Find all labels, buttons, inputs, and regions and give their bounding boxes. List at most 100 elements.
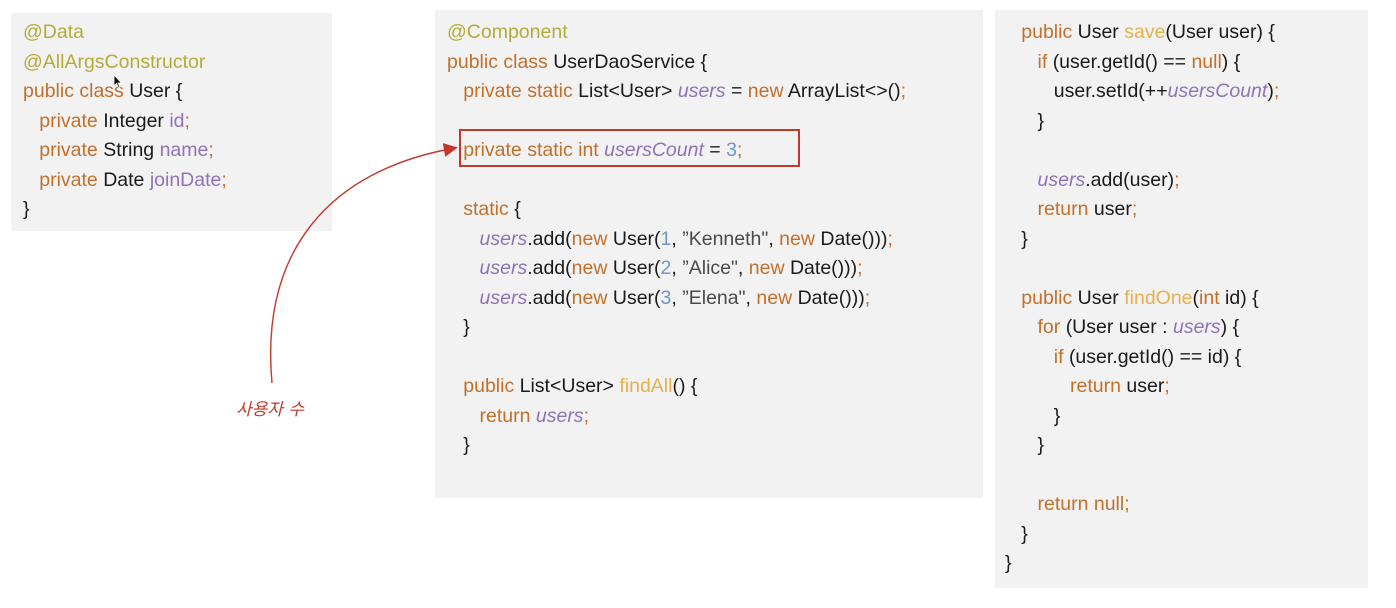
code-token: save xyxy=(1124,21,1166,43)
code-token: List<User> xyxy=(519,375,620,397)
code-token: ; xyxy=(1164,375,1170,397)
code-token: ( xyxy=(1192,286,1200,309)
code-token: 2 xyxy=(660,257,672,279)
code-token: users xyxy=(447,286,528,309)
code-token: ; xyxy=(887,227,893,250)
code-token: new xyxy=(571,257,613,279)
code-line: } xyxy=(1005,549,1012,578)
code-token: private static xyxy=(447,80,579,102)
code-token: , xyxy=(671,257,683,279)
code-token: 1 xyxy=(660,227,672,250)
code-token: for xyxy=(1005,316,1066,338)
code-token: = xyxy=(725,80,748,102)
code-token: usersCount xyxy=(604,139,704,161)
code-token: joinDate xyxy=(149,168,222,191)
code-token: Date xyxy=(103,168,150,191)
code-token: ) xyxy=(1267,80,1274,102)
code-token: public xyxy=(1005,286,1078,309)
code-line: if (user.getId() == id) { xyxy=(1005,343,1242,372)
code-token: users xyxy=(535,404,584,427)
code-token: ; xyxy=(208,139,214,161)
code-line: } xyxy=(1005,402,1061,431)
code-token: ArrayList<>() xyxy=(787,80,901,102)
code-token: int xyxy=(1199,286,1226,309)
code-token: User xyxy=(1077,286,1125,309)
code-token: User { xyxy=(129,80,183,102)
code-line: return null; xyxy=(1005,490,1130,519)
code-token: } xyxy=(23,198,30,220)
code-token: ; xyxy=(1273,80,1280,102)
code-line: public User save(User user) { xyxy=(1005,18,1275,47)
code-token: user xyxy=(1126,375,1165,397)
code-line: } xyxy=(447,313,470,342)
code-token: ) { xyxy=(1220,316,1240,338)
code-token: ”Alice" xyxy=(682,257,738,279)
code-token: findOne xyxy=(1124,286,1193,309)
code-token: } xyxy=(1005,552,1012,574)
code-line: } xyxy=(447,431,470,460)
code-token: } xyxy=(1005,404,1061,427)
code-token: private xyxy=(23,139,104,161)
code-token: 3 xyxy=(660,286,672,309)
code-line: user.setId(++usersCount); xyxy=(1005,77,1279,106)
code-token: users xyxy=(677,80,726,102)
code-token: user xyxy=(1093,198,1132,220)
code-token: ; xyxy=(857,257,863,279)
code-token: findAll xyxy=(619,375,673,397)
code-token: users xyxy=(447,227,528,250)
save-findone-code-panel: public User save(User user) { if (user.g… xyxy=(995,10,1368,588)
code-line: } xyxy=(23,195,30,224)
code-line: return users; xyxy=(447,402,589,431)
code-token: User( xyxy=(612,227,661,250)
code-token: ”Elena" xyxy=(682,286,746,309)
code-token: UserDaoService { xyxy=(553,50,708,73)
code-token: ; xyxy=(736,139,743,161)
code-token: new xyxy=(779,227,821,250)
code-token: name xyxy=(159,139,209,161)
code-token: ; xyxy=(1174,168,1180,191)
code-token: .add( xyxy=(527,286,572,309)
code-token: users xyxy=(447,257,528,279)
code-token: Integer xyxy=(103,109,170,132)
code-line: public User findOne(int id) { xyxy=(1005,284,1258,313)
code-token: Date())) xyxy=(797,286,865,309)
code-token: private xyxy=(23,168,104,191)
code-token: return xyxy=(1005,198,1094,220)
code-token: return xyxy=(447,404,536,427)
code-line: private Integer id; xyxy=(23,107,190,136)
code-line: private static int usersCount = 3; xyxy=(447,136,742,165)
code-line: private static List<User> users = new Ar… xyxy=(447,77,906,106)
code-token: .add( xyxy=(527,227,572,250)
code-token: .add(user) xyxy=(1085,168,1175,191)
code-line: @Data xyxy=(23,18,84,47)
code-token: @Component xyxy=(447,21,568,43)
code-token: ; xyxy=(864,286,871,309)
code-token: ; xyxy=(583,404,589,427)
code-token: String xyxy=(103,139,160,161)
code-token: User( xyxy=(612,286,661,309)
code-token: ; xyxy=(1131,198,1138,220)
code-line: } xyxy=(1005,225,1028,254)
code-token: users xyxy=(1172,316,1221,338)
code-token: } xyxy=(1005,434,1045,456)
code-token: 3 xyxy=(726,139,737,161)
users-count-note: 사용자 수 xyxy=(236,400,304,420)
code-token: ) { xyxy=(1221,50,1241,73)
code-token: new xyxy=(571,286,613,309)
code-token: return null; xyxy=(1005,493,1130,515)
code-token: (user.getId() == id) { xyxy=(1068,345,1242,368)
code-token: public xyxy=(447,375,520,397)
code-line: return user; xyxy=(1005,195,1138,224)
code-line: static { xyxy=(447,195,520,224)
code-token: ; xyxy=(184,109,190,132)
code-line: for (User user : users) { xyxy=(1005,313,1240,342)
code-token: new xyxy=(756,286,798,309)
code-line: public class User { xyxy=(23,77,182,106)
code-line: users.add(new User(3, ”Elena", new Date(… xyxy=(447,284,871,313)
code-line: users.add(new User(1, ”Kenneth", new Dat… xyxy=(447,225,893,254)
code-token: public class xyxy=(23,80,130,102)
code-token: Date())) xyxy=(789,257,858,279)
code-line: public class UserDaoService { xyxy=(447,48,707,77)
code-token: , xyxy=(745,286,757,309)
code-token: user.setId(++ xyxy=(1005,80,1168,102)
